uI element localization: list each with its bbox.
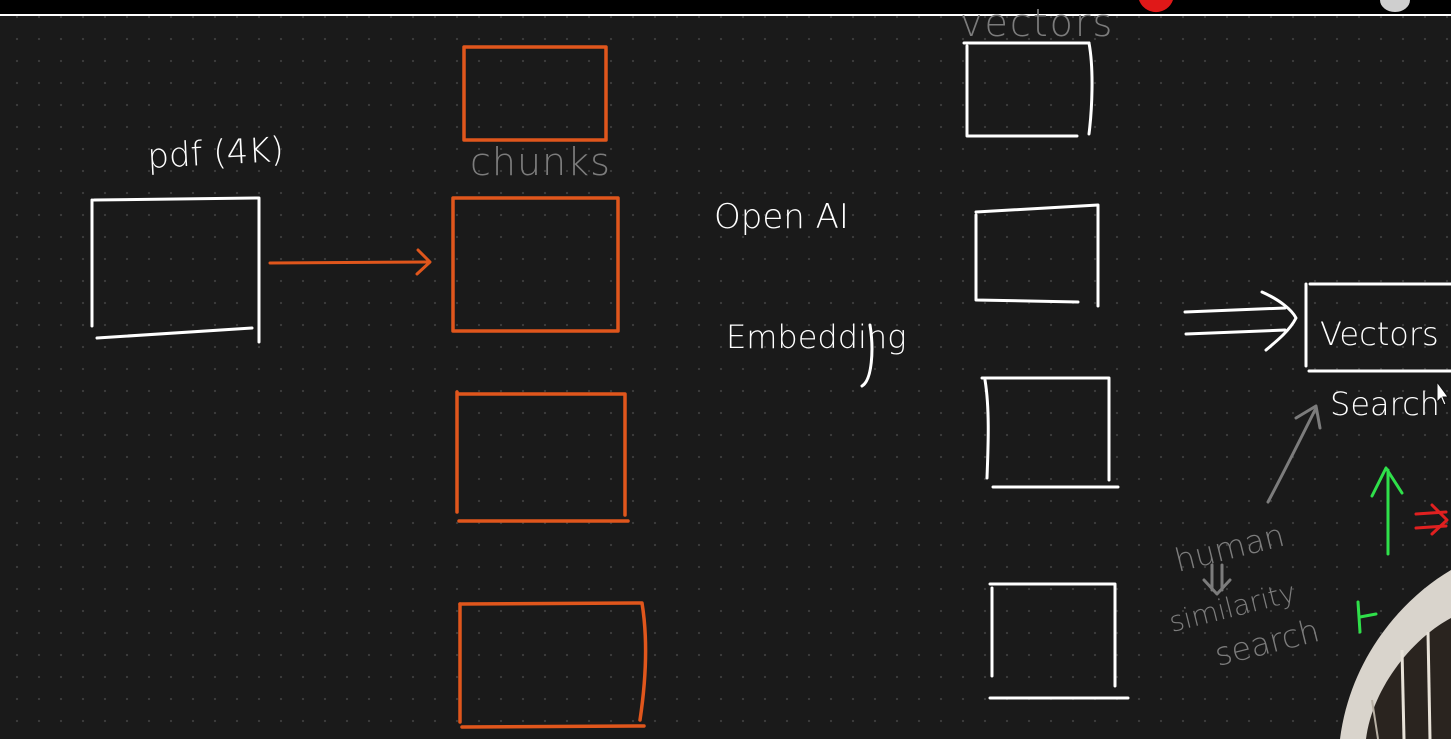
top-toolbar-strip <box>0 0 1451 16</box>
to-vector-db-arrow <box>1183 290 1298 352</box>
chunk-box-4 <box>458 601 648 729</box>
red-record-dot-icon <box>1139 0 1173 13</box>
pointer-cursor-icon <box>1436 380 1449 406</box>
embedding-descender <box>860 323 874 388</box>
pdf-label: pdf (4K) <box>146 130 284 177</box>
vector-box-1 <box>962 41 1094 138</box>
vector-box-4 <box>988 582 1130 700</box>
similarity-arrow <box>1202 404 1322 596</box>
pdf-box <box>90 196 261 344</box>
openai-label: Open AI <box>714 197 849 237</box>
top-right-partial-circle <box>1380 0 1410 12</box>
human-label: human <box>1171 516 1289 580</box>
vector-box-3 <box>980 376 1120 489</box>
chunks-label: chunks <box>470 140 611 184</box>
search-label: Search <box>1330 385 1440 423</box>
chunk-box-2 <box>451 196 620 333</box>
webcam-overlay <box>1340 570 1451 739</box>
green-up-arrow <box>1356 466 1404 634</box>
vector-box-2 <box>974 203 1100 308</box>
vector-db-label: Vectors <box>1320 315 1439 353</box>
vector-db-box <box>1304 282 1451 373</box>
embedding-label: Embedding <box>726 318 906 356</box>
chunk-box-3 <box>455 390 630 523</box>
pdf-to-chunks-arrow <box>268 248 432 276</box>
red-arrow <box>1414 503 1449 536</box>
vectors-top-label: vectors <box>960 1 1114 45</box>
chunk-box-1 <box>462 45 608 142</box>
